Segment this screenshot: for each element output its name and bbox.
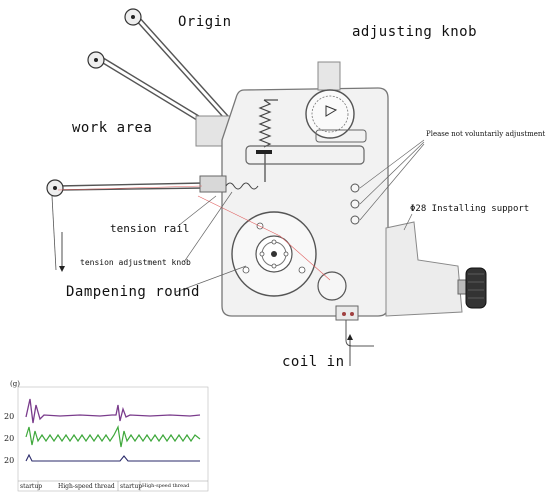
label-adjusting-knob: adjusting knob	[352, 24, 478, 40]
chart-unit: (g)	[10, 380, 20, 388]
trace-mid	[25, 425, 201, 448]
tension-rail	[225, 182, 259, 190]
upper-slot	[245, 145, 365, 165]
phase-label-3: startup	[120, 483, 143, 490]
label-dampening-round: Dampening round	[66, 284, 200, 300]
thread-path	[197, 195, 331, 281]
phase-label-2: High-speed thread	[58, 483, 115, 490]
work-pulley	[46, 179, 64, 197]
origin-pulley-middle	[87, 51, 105, 69]
trace-bottom	[25, 453, 200, 462]
label-coil-in: coil in	[282, 354, 345, 370]
chart-frame	[17, 386, 209, 492]
installing-support-bracket	[385, 221, 463, 317]
adjusting-knob	[317, 61, 341, 91]
row-label-2: 20	[4, 434, 15, 443]
tension-rail-slider	[199, 175, 227, 193]
label-tension-rail: tension rail	[110, 222, 190, 235]
phase-label-4: High-speed thread	[142, 483, 190, 489]
row-label-3: 20	[4, 456, 15, 465]
label-installing-support: Φ28 Installing support	[410, 204, 530, 214]
up-arrow-head	[347, 334, 353, 340]
adjustment-screws	[350, 183, 360, 225]
small-slot	[315, 129, 367, 143]
tension-chart-svg	[17, 386, 209, 492]
tension-spring	[258, 99, 272, 148]
label-origin: Origin	[178, 14, 232, 30]
trace-top	[25, 398, 201, 424]
origin-pulley-upper	[124, 8, 142, 26]
work-arm	[57, 182, 205, 191]
phase-label-1: startup	[20, 483, 43, 490]
thread-roller	[317, 271, 347, 301]
row-label-1: 20	[4, 412, 15, 421]
label-warning: Please not voluntarily adjustment	[426, 130, 546, 138]
down-arrow-head	[59, 266, 65, 272]
label-work-area: work area	[72, 120, 153, 136]
tension-chart: (g) 20 20 20 startup High-speed thread s…	[0, 375, 214, 495]
label-tension-adjustment-knob: tension adjustment knob	[80, 258, 191, 267]
coil-inlet	[335, 305, 359, 321]
origin-arm-middle	[97, 55, 213, 129]
spring-anchor	[256, 150, 272, 154]
origin-arm-upper	[133, 15, 229, 119]
